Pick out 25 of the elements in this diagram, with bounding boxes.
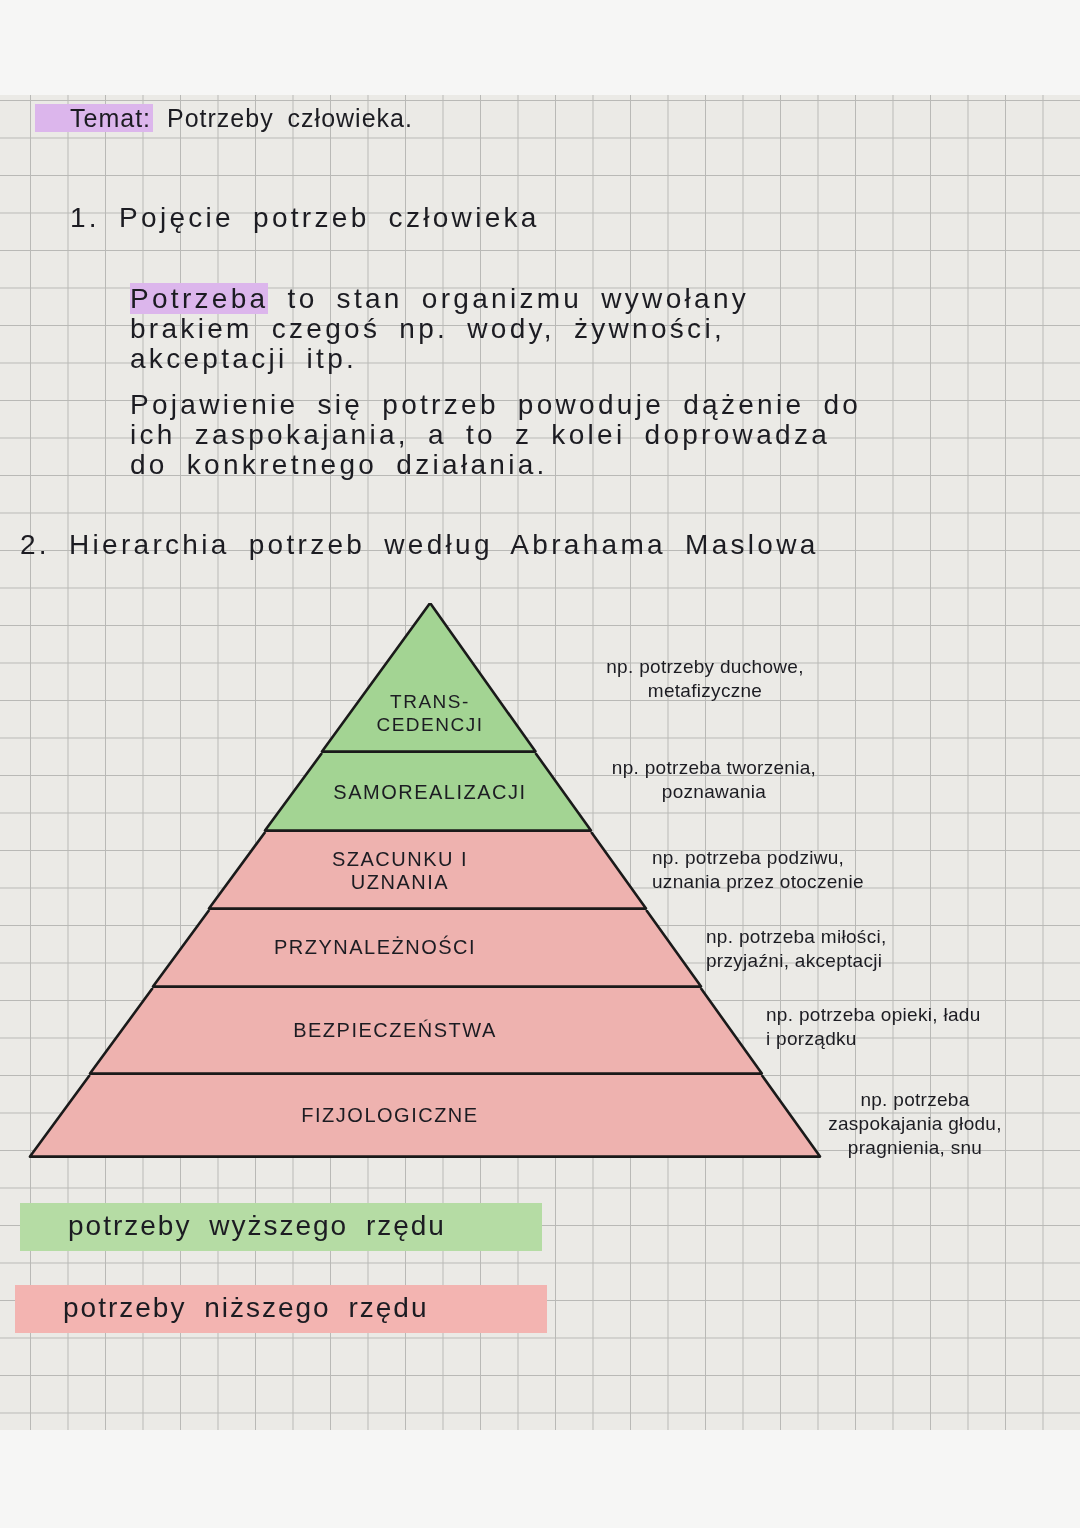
example-note: np. potrzeba podziwu, uznania przez otoczenie [652, 846, 865, 894]
paragraph: Potrzeba to stan organizmu wywołany brakiem czegoś np. wody, żywności, akceptacji itp. [130, 284, 751, 374]
level-label: PRZYNALEŻNOŚCI [272, 936, 478, 959]
pyramid-level [318, 603, 539, 753]
level-label: FIZJOLOGICZNE [300, 1104, 480, 1127]
pyramid-level [205, 832, 649, 910]
example-note: np. potrzeba tworzenia, poznawania [610, 756, 818, 804]
example-note: np. potrzeba miłości, przyjaźni, akceptacji [706, 925, 888, 973]
section-heading: 2. Hierarchia potrzeb według Abrahama Maslowa [20, 530, 820, 560]
page-title: Temat: Potrzeby człowieka. [35, 99, 455, 137]
level-label: TRANS-CEDENCJI [375, 690, 485, 736]
pyramid-level [27, 1075, 823, 1158]
legend-label: potrzeby niższego rzędu [63, 1291, 429, 1325]
pyramid-level [149, 910, 704, 988]
pyramid-level [261, 753, 594, 832]
example-note: np. potrzeba zaspokajania głodu, pragnienia, snu [827, 1088, 1003, 1160]
paragraph: Pojawienie się potrzeb powoduje dążenie do ich zaspokajania, a to z kolei doprowadza do konkretnego działania. [130, 390, 863, 480]
level-label: SZACUNKU I UZNANIA [330, 848, 470, 894]
example-note: np. potrzeby duchowe, metafizyczne [605, 655, 805, 703]
level-label: SAMOREALIZACJI [332, 781, 528, 804]
legend-label: potrzeby wyższego rzędu [68, 1209, 446, 1243]
pyramid-level [86, 988, 765, 1075]
example-note: np. potrzeba opieki, ładu i porządku [766, 1003, 982, 1051]
section-heading: 1. Pojęcie potrzeb człowieka [70, 203, 541, 233]
level-label: BEZPIECZEŃSTWA [292, 1019, 498, 1042]
